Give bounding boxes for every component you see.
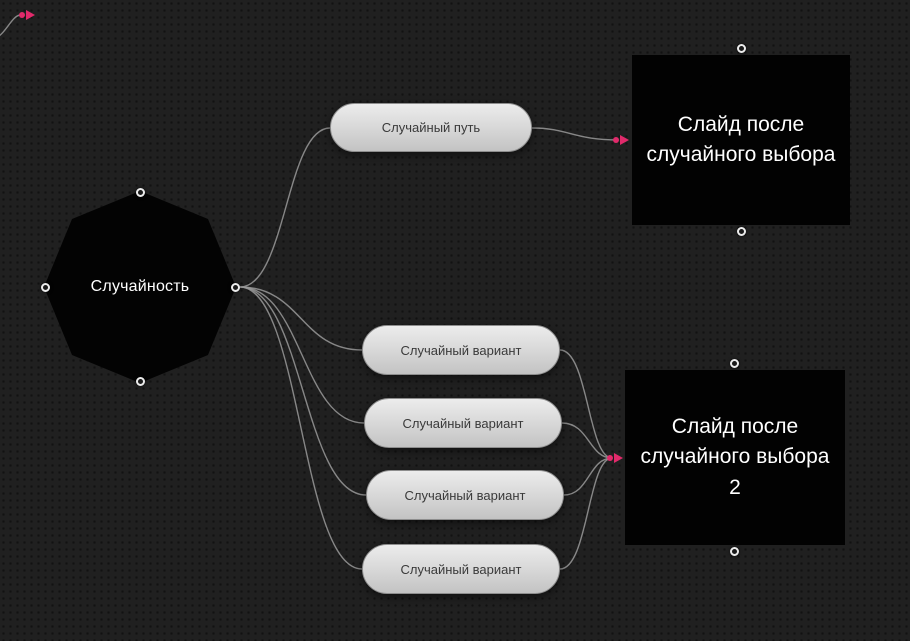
arrowhead-top-left [19,10,35,20]
handle-octagon-bottom[interactable] [136,377,145,386]
node-slide2-label: Слайд после случайного выбора 2 [640,414,830,499]
handle-octagon-top[interactable] [136,188,145,197]
node-randomness-label: Случайность [90,278,190,295]
node-random-variant-4[interactable]: Случайный вариант [362,544,560,594]
node-slide-after-choice-1[interactable]: Слайд после случайного выбора [632,55,850,225]
edge-offscreen-top-left[interactable] [0,14,21,38]
edge-octagon-to-variant-1[interactable] [239,286,363,351]
node-random-variant-1[interactable]: Случайный вариант [362,325,560,375]
node-variant-1-label: Случайный вариант [400,342,522,358]
handle-slide1-bottom[interactable] [737,227,746,236]
node-variant-2-label: Случайный вариант [402,415,524,431]
edge-variant-4-to-slide2[interactable] [559,457,613,570]
node-slide-after-choice-2[interactable]: Слайд после случайного выбора 2 [625,370,845,545]
node-slide1-label: Слайд после случайного выбора [646,112,836,166]
edge-octagon-to-path[interactable] [239,127,331,288]
node-variant-3-label: Случайный вариант [404,487,526,503]
node-randomness[interactable]: Случайность [44,191,236,383]
edge-path-to-slide1[interactable] [531,127,619,141]
handle-slide2-top[interactable] [730,359,739,368]
handle-octagon-left[interactable] [41,283,50,292]
arrowhead-slide2 [607,453,623,463]
handle-slide1-top[interactable] [737,44,746,53]
handle-octagon-right[interactable] [231,283,240,292]
node-random-variant-2[interactable]: Случайный вариант [364,398,562,448]
node-random-path[interactable]: Случайный путь [330,103,532,152]
node-random-path-label: Случайный путь [381,120,481,135]
edge-octagon-to-variant-3[interactable] [239,286,367,496]
edge-variant-1-to-slide2[interactable] [559,349,613,459]
arrowhead-slide1 [613,135,629,145]
edge-octagon-to-variant-2[interactable] [239,286,365,424]
handle-slide2-bottom[interactable] [730,547,739,556]
node-random-variant-3[interactable]: Случайный вариант [366,470,564,520]
node-variant-4-label: Случайный вариант [400,561,522,577]
edge-variant-2-to-slide2[interactable] [561,422,613,459]
edge-octagon-to-variant-4[interactable] [239,286,363,570]
edge-variant-3-to-slide2[interactable] [563,457,613,496]
